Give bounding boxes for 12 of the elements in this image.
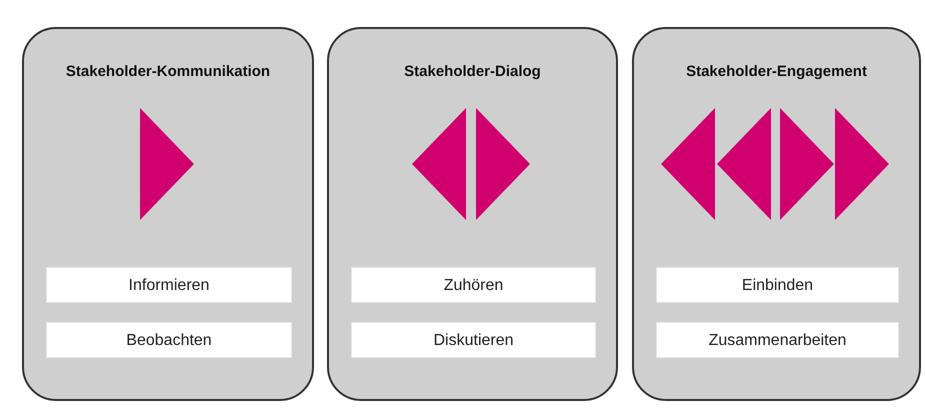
text-box: Zusammenarbeiten [656,322,899,358]
text-box: Beobachten [46,322,292,358]
panel-card [632,27,921,401]
text-box: Diskutieren [351,322,596,358]
panel-title: Stakeholder-Engagement [685,63,868,80]
text-box: Informieren [46,267,292,303]
text-box: Einbinden [656,267,899,303]
panel-title: Stakeholder-Kommunikation [64,63,272,80]
panel-card [327,27,618,401]
text-box: Zuhören [351,267,596,303]
panel-title: Stakeholder-Dialog [403,63,542,80]
panel-card [22,27,314,401]
